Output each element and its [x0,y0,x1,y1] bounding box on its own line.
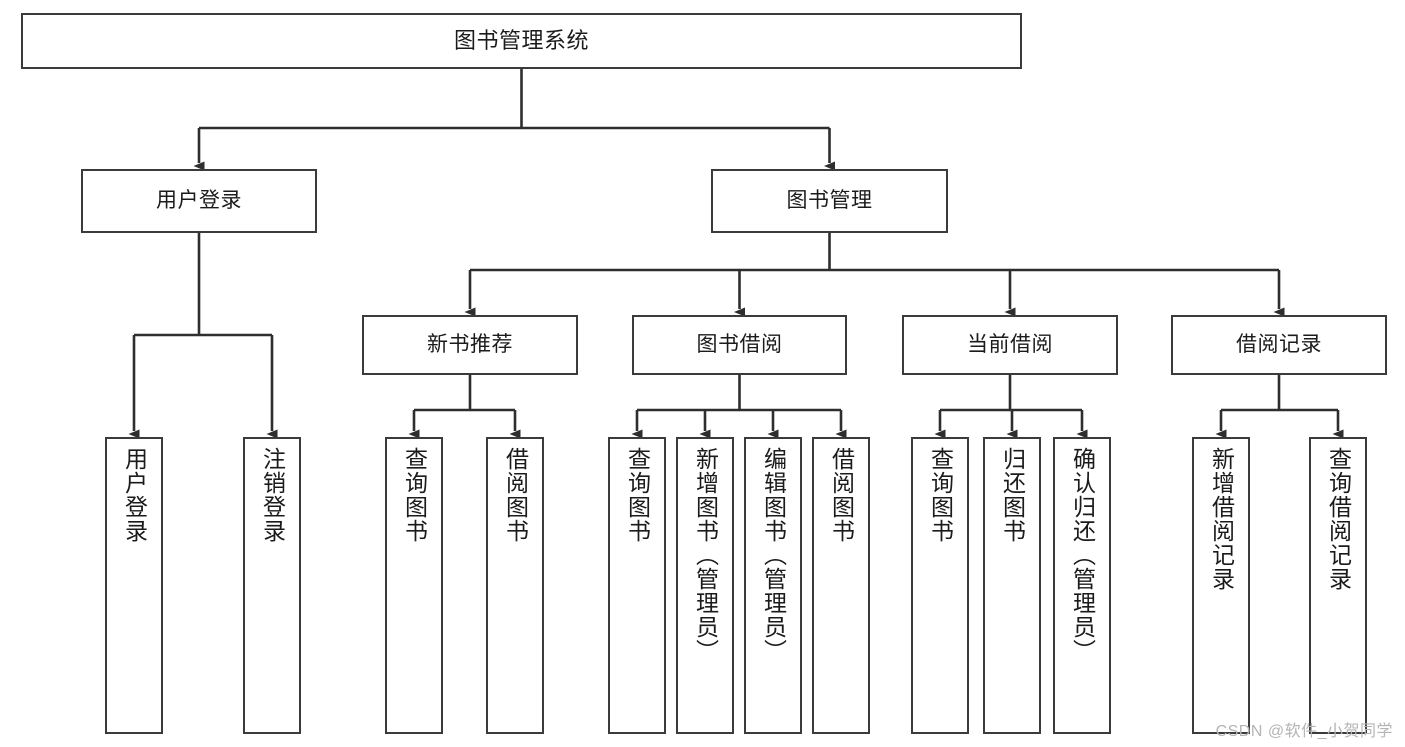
node-label: 当前借阅 [967,333,1053,357]
node-label: 图书管理系统 [453,27,589,53]
node-borrow-record[interactable]: 借阅记录 [1171,315,1387,375]
node-current-borrow[interactable]: 当前借阅 [902,315,1118,375]
node-label: 借阅图书 [828,447,855,543]
node-leaf-user-logout[interactable]: 注销登录 [243,437,301,734]
node-leaf-borrow-book-1[interactable]: 借阅图书 [486,437,544,734]
node-label: 归还图书 [999,447,1026,543]
node-label: 查询借阅记录 [1325,447,1352,591]
node-label: 新增图书（管理员） [692,447,719,663]
node-label: 图书借阅 [696,333,783,357]
node-leaf-edit-book[interactable]: 编辑图书（管理员） [744,437,802,734]
node-label: 编辑图书（管理员） [760,447,787,663]
node-leaf-add-record[interactable]: 新增借阅记录 [1192,437,1250,734]
node-label: 新增借阅记录 [1208,447,1235,591]
node-label: 新书推荐 [427,333,513,357]
node-leaf-add-book[interactable]: 新增图书（管理员） [676,437,734,734]
node-label: 查询图书 [624,447,651,543]
node-book-borrow[interactable]: 图书借阅 [632,315,847,375]
node-label: 图书管理 [786,189,873,213]
node-book-manage[interactable]: 图书管理 [711,169,948,233]
node-label: 借阅记录 [1236,333,1322,357]
node-root[interactable]: 图书管理系统 [21,13,1022,69]
node-label: 用户登录 [121,447,148,543]
node-label: 注销登录 [259,447,286,543]
node-label: 查询图书 [401,447,428,543]
node-leaf-return-book[interactable]: 归还图书 [983,437,1041,734]
node-user-login[interactable]: 用户登录 [81,169,317,233]
node-leaf-confirm-return[interactable]: 确认归还（管理员） [1053,437,1111,734]
node-label: 查询图书 [927,447,954,543]
node-label: 用户登录 [156,189,242,213]
node-leaf-borrow-book-2[interactable]: 借阅图书 [812,437,870,734]
node-leaf-query-book-3[interactable]: 查询图书 [911,437,969,734]
node-leaf-query-book-1[interactable]: 查询图书 [385,437,443,734]
node-new-book-recommend[interactable]: 新书推荐 [362,315,578,375]
node-label: 借阅图书 [502,447,529,543]
node-leaf-user-login[interactable]: 用户登录 [105,437,163,734]
node-label: 确认归还（管理员） [1069,447,1096,663]
node-leaf-query-record[interactable]: 查询借阅记录 [1309,437,1367,734]
node-leaf-query-book-2[interactable]: 查询图书 [608,437,666,734]
